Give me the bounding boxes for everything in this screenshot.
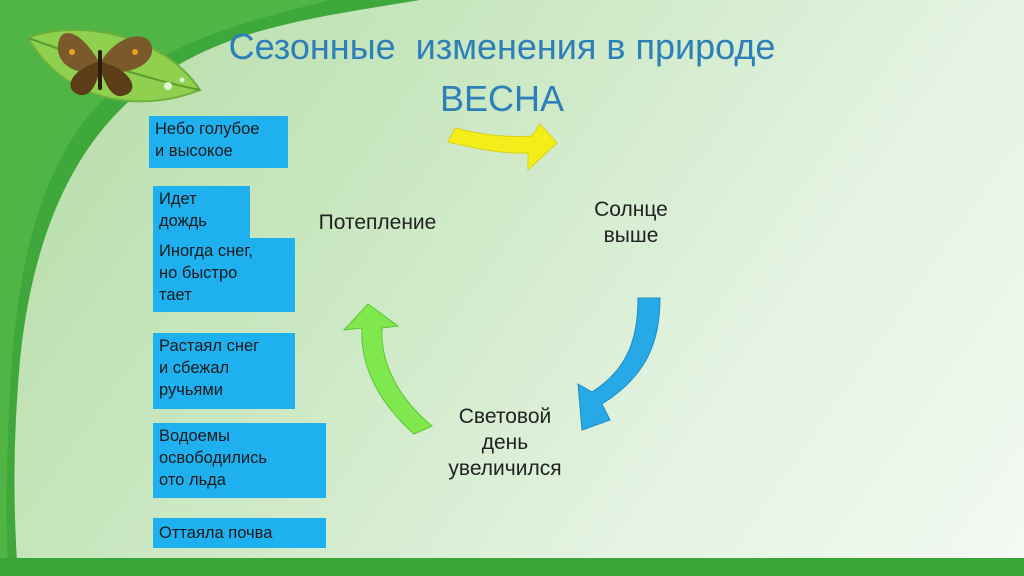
sign-box-4: Растаял снег и сбежал ручьями [153, 333, 295, 409]
arrow-green [342, 303, 433, 435]
arrow-blue [577, 297, 661, 431]
cycle-item-warming: Потепление [318, 211, 437, 234]
cycle-item-sun-higher: Солнце выше [594, 198, 668, 247]
sign-box-5: Водоемы освободились ото льда [153, 423, 326, 498]
sign-box-6: Оттаяла почва [153, 518, 326, 548]
title-line-1: Сезонные изменения в природе [228, 26, 776, 67]
arrow-yellow [447, 123, 558, 172]
title-line-2: ВЕСНА [439, 78, 565, 119]
butterfly-icon [57, 33, 153, 97]
sign-box-2: Идет дождь [153, 186, 250, 238]
sign-box-1: Небо голубое и высокое [149, 116, 288, 168]
sign-box-3: Иногда снег, но быстро тает [153, 238, 295, 312]
cycle-item-longer-day: Световой день увеличился [448, 405, 562, 480]
